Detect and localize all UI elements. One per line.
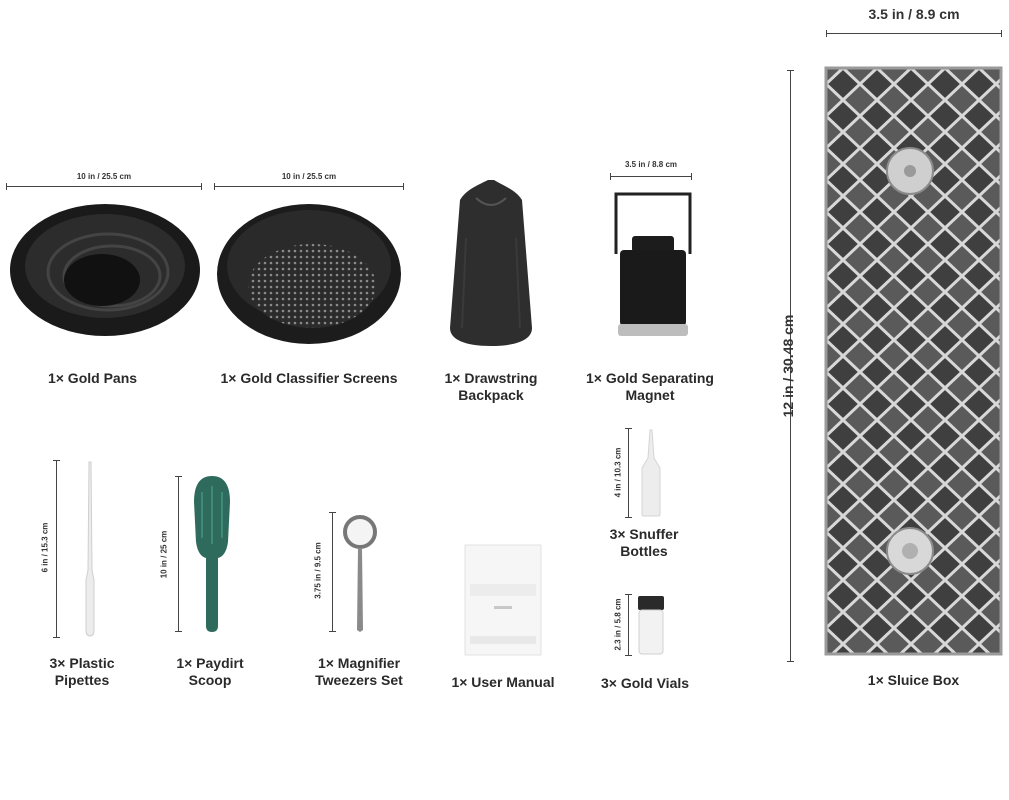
pipettes-label-line1: 3× Plastic [49,655,115,671]
snuffer-label: 3× Snuffer Bottles [584,526,704,560]
tweezers-dimension: 3.75 in / 9.5 cm [313,542,323,599]
scoop-label-line2: Scoop [188,672,232,688]
tweezers-label: 1× Magnifier Tweezers Set [296,655,422,689]
pipettes-dimension: 6 in / 15.3 cm [40,522,50,573]
scoop-label: 1× Paydirt Scoop [152,655,268,689]
sluice-width-dimension-line [826,30,1002,37]
backpack-label-line2: Backpack [458,387,524,403]
magnet-dimension: 3.5 in / 8.8 cm [624,160,678,169]
vial-icon [638,596,664,655]
pipette-icon [85,461,95,637]
scoop-dimension-line [175,476,182,632]
pipettes-label: 3× Plastic Pipettes [20,655,144,689]
scoop-label-line1: 1× Paydirt [176,655,244,671]
classifier-dimension: 10 in / 25.5 cm [281,172,337,181]
sluice-width-dimension: 3.5 in / 8.9 cm [868,6,960,22]
vials-dimension-line [625,594,632,656]
tweezers-label-line2: Tweezers Set [315,672,403,688]
magnet-label: 1× Gold Separating Magnet [566,370,734,404]
gold-pan-icon [10,204,200,336]
drawstring-backpack-icon [450,180,532,346]
pipettes-label-line2: Pipettes [54,672,110,688]
pipettes-dimension-line [53,460,60,638]
tweezers-label-line1: 1× Magnifier [317,655,401,671]
sluice-box-label: 1× Sluice Box [867,672,960,688]
backpack-label-line1: 1× Drawstring [444,370,538,386]
classifier-label: 1× Gold Classifier Screens [220,370,398,386]
classifier-dimension-line [214,183,404,190]
snuffer-label-line1: 3× Snuffer [609,526,679,542]
scoop-icon [194,476,230,632]
gold-pans-dimension: 10 in / 25.5 cm [76,172,132,181]
snuffer-label-line2: Bottles [620,543,668,559]
manual-label: 1× User Manual [451,674,555,690]
separating-magnet-icon [614,192,692,336]
scoop-dimension: 10 in / 25 cm [159,530,169,579]
snuffer-dimension-line [625,428,632,518]
vials-dimension: 2.3 in / 5.8 cm [613,598,623,651]
magnifier-tweezers-icon [343,515,377,632]
snuffer-dimension: 4 in / 10.3 cm [613,447,623,498]
magnet-label-line2: Magnet [625,387,675,403]
magnet-label-line1: 1× Gold Separating [586,370,714,386]
sluice-height-dimension: 12 in / 30.48 cm [780,314,796,418]
snuffer-bottle-icon [641,429,661,517]
vials-label: 3× Gold Vials [600,675,690,691]
backpack-label: 1× Drawstring Backpack [425,370,557,404]
magnet-dimension-line [610,173,692,180]
user-manual-icon [464,544,542,656]
gold-pans-label: 1× Gold Pans [47,370,138,386]
sluice-box-icon [824,66,1003,656]
tweezers-dimension-line [329,512,336,632]
sluice-height-dimension-line [787,70,794,662]
classifier-screen-icon [217,204,401,344]
gold-pans-dimension-line [6,183,202,190]
